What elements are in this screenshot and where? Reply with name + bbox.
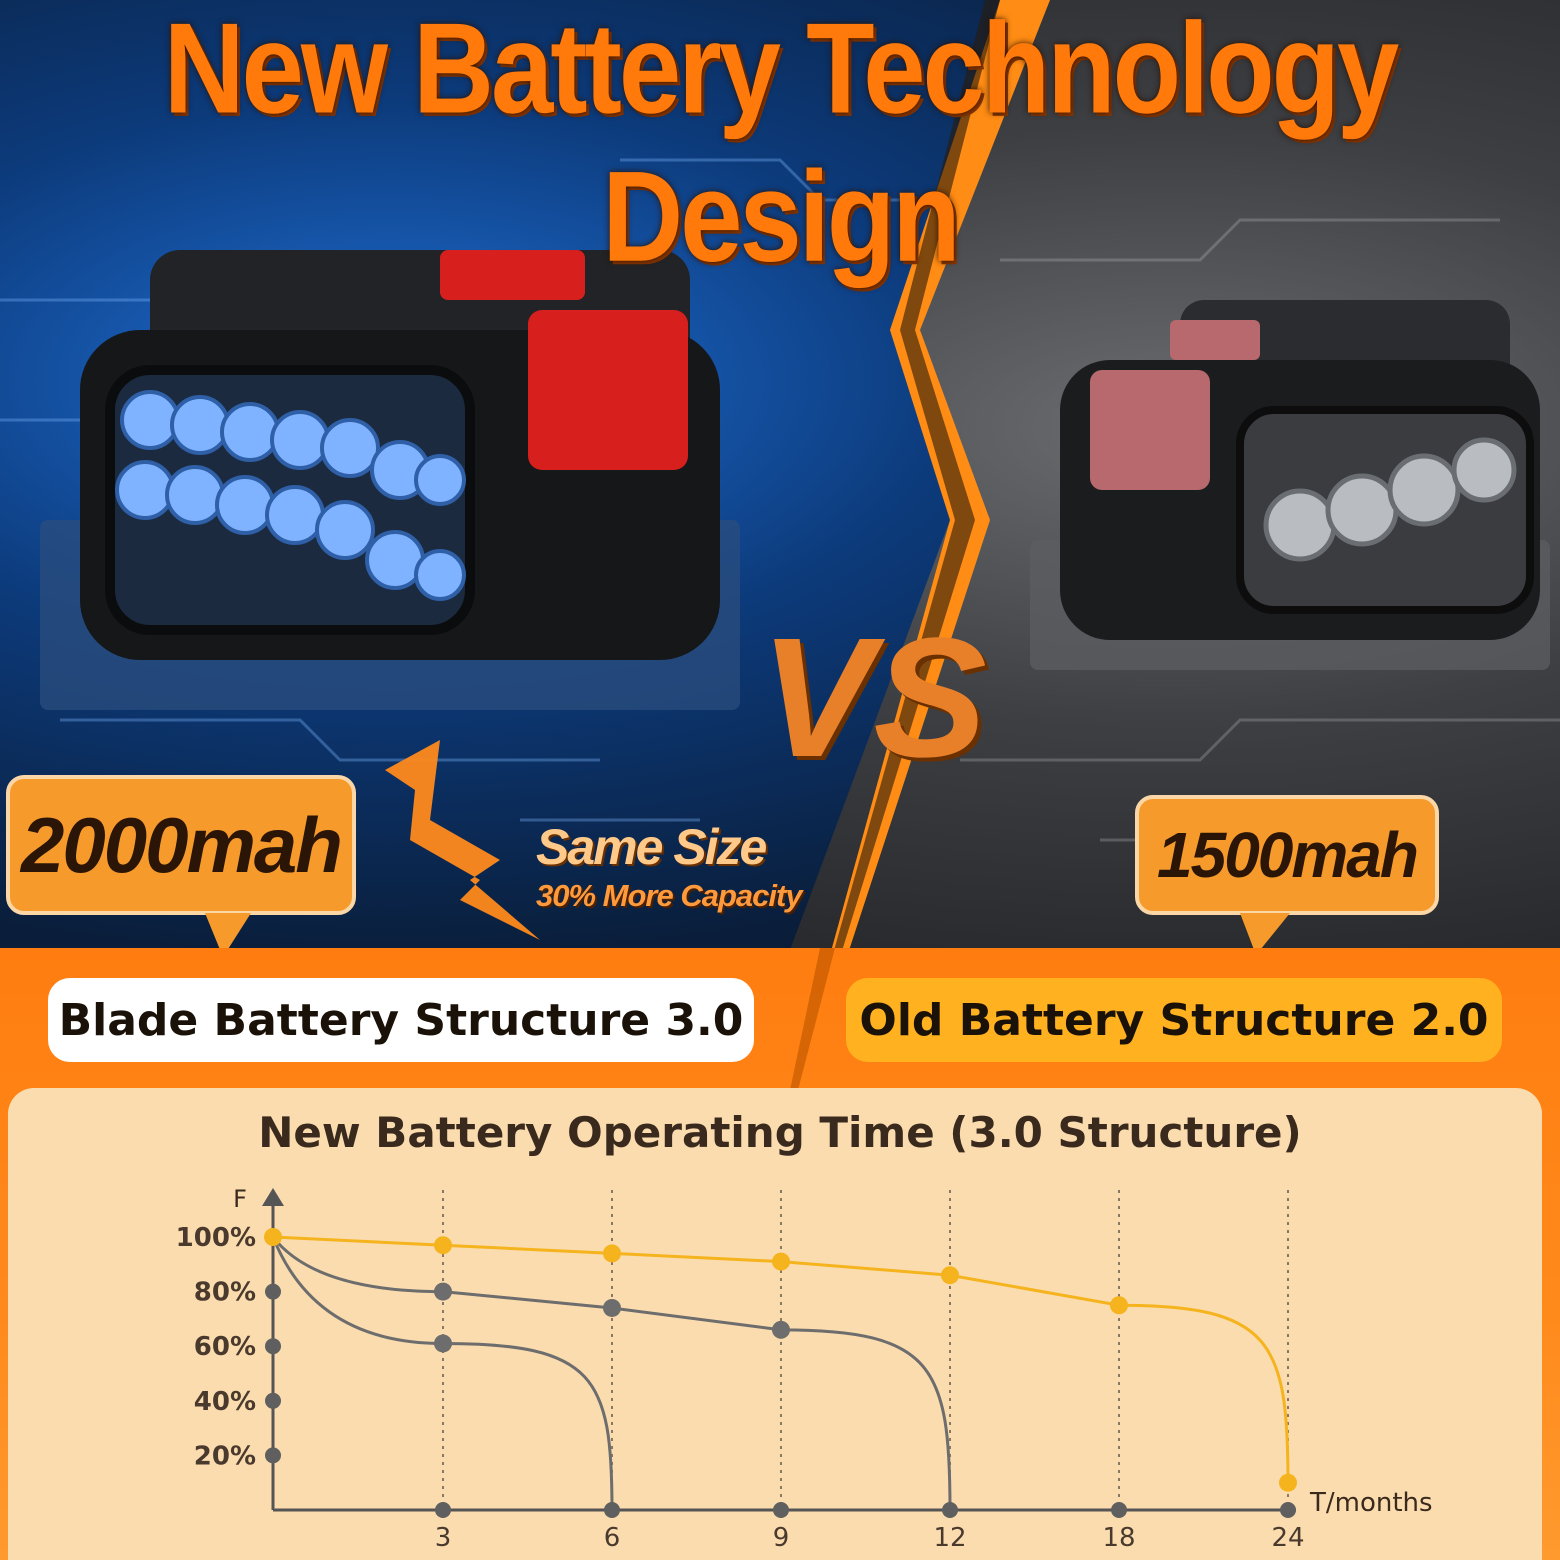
y-tick-label: 20%	[194, 1441, 256, 1471]
x-tick-label: 12	[933, 1523, 966, 1553]
old-structure-label: Old Battery Structure 2.0	[846, 978, 1502, 1062]
series-1-point	[603, 1298, 621, 1317]
y-axis-dot	[265, 1447, 281, 1464]
y-axis-label: F	[233, 1185, 247, 1213]
series-0-point	[1279, 1473, 1297, 1492]
y-tick-label: 40%	[194, 1387, 256, 1417]
x-axis-dot	[942, 1502, 958, 1518]
series-0-point	[941, 1266, 959, 1285]
series-0-point	[1110, 1296, 1128, 1315]
series-0-point	[603, 1244, 621, 1263]
y-axis-dot	[265, 1392, 281, 1409]
x-tick-label: 6	[604, 1523, 621, 1553]
x-tick-label: 9	[773, 1523, 790, 1553]
x-axis-dot	[604, 1502, 620, 1518]
same-size-text: Same Size	[536, 819, 767, 875]
vs-label: VS	[760, 603, 987, 793]
more-capacity-text: 30% More Capacity	[536, 878, 803, 913]
old-capacity-badge: 1500mah	[1135, 795, 1439, 915]
new-battery-image	[80, 250, 720, 660]
old-battery-image	[1060, 300, 1540, 640]
headline: New Battery Technology Design	[163, 0, 1400, 289]
series-1-point	[772, 1320, 790, 1339]
series-1-point	[434, 1282, 452, 1301]
series-line-0	[272, 1235, 1290, 1483]
x-tick-label: 24	[1271, 1523, 1304, 1553]
x-axis-dot	[773, 1502, 789, 1518]
series-2-point	[434, 1334, 452, 1353]
y-tick-label: 60%	[194, 1332, 256, 1362]
new-capacity-badge: 2000mah	[6, 775, 356, 915]
new-structure-label: Blade Battery Structure 3.0	[48, 978, 754, 1062]
circuit-board-illustration	[0, 158, 1560, 940]
x-tick-label: 18	[1102, 1523, 1135, 1553]
series-0-point	[264, 1228, 282, 1246]
x-axis-label: T/months	[1309, 1488, 1433, 1518]
x-axis-dot	[1111, 1502, 1127, 1518]
y-tick-label: 100%	[176, 1223, 256, 1253]
lightning-divider-icon	[790, 0, 1050, 1100]
lightning-divider-lower-icon	[790, 948, 835, 1090]
upgrade-arrow-icon	[385, 740, 540, 940]
x-axis-dot	[435, 1502, 451, 1518]
chart-title: New Battery Operating Time (3.0 Structur…	[258, 1108, 1302, 1157]
x-tick-label: 3	[435, 1523, 452, 1553]
series-0-point	[434, 1236, 452, 1255]
series-line-2	[271, 1236, 614, 1511]
y-axis-dot	[265, 1338, 281, 1355]
series-0-point	[772, 1252, 790, 1271]
y-axis-dot	[265, 1283, 281, 1300]
x-axis-dot	[1280, 1502, 1296, 1518]
y-axis-arrow-icon	[262, 1188, 284, 1206]
y-tick-label: 80%	[194, 1278, 256, 1308]
series-line-1	[271, 1236, 952, 1511]
